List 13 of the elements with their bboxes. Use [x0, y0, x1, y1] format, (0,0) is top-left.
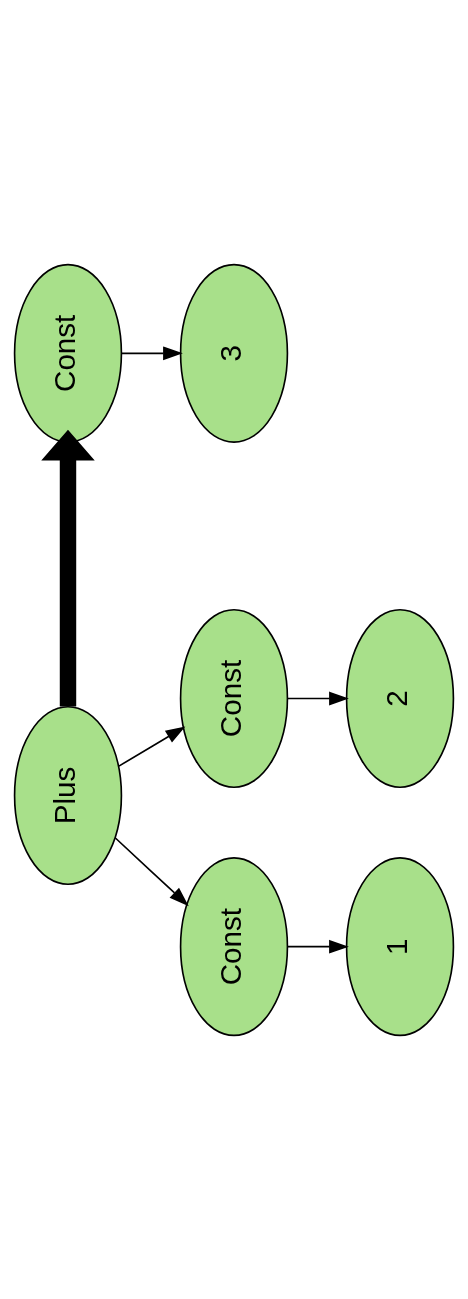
- node-ellipse: Const: [179, 856, 289, 1036]
- arrow: [286, 939, 349, 954]
- arrow: [118, 725, 186, 767]
- node-ellipse: 1: [345, 856, 455, 1036]
- arrow: [120, 345, 183, 360]
- node-ellipse: Const: [179, 608, 289, 788]
- node-ellipse: 2: [345, 608, 455, 788]
- node-ellipse: 3: [179, 263, 289, 443]
- node-ellipse: Plus: [13, 705, 123, 885]
- arrow: [41, 429, 95, 706]
- arrow: [286, 691, 349, 705]
- node-ellipse: Const: [13, 263, 123, 443]
- arrow: [114, 836, 189, 906]
